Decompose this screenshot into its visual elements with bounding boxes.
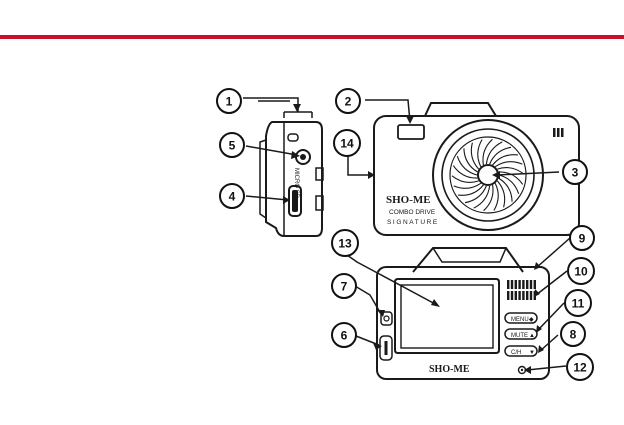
mute-button-label: MUTE <box>511 333 528 339</box>
front-model-line1: COMBO DRIVE <box>389 209 436 216</box>
callout-5: 5 <box>219 132 245 158</box>
back-view: MENU ◆ MUTE ▲ C/H ▼ SHO-ME <box>376 247 550 380</box>
svg-text:10: 10 <box>574 265 588 279</box>
callout-3: 3 <box>562 159 588 185</box>
grille-slot <box>518 291 521 300</box>
grille-slot <box>514 280 517 289</box>
header-red-rule <box>0 35 624 39</box>
grille-slot <box>526 291 529 300</box>
ch-button-label: C/H <box>511 350 521 356</box>
fan-blade <box>473 185 491 209</box>
svg-text:13: 13 <box>338 237 352 251</box>
fan-blade <box>452 165 478 179</box>
grille-slot <box>522 280 525 289</box>
svg-text:9: 9 <box>579 232 586 246</box>
front-view: SHO-ME COMBO DRIVE SIGNATURE <box>373 102 580 236</box>
grille-slot <box>510 280 514 289</box>
grille-slot <box>529 280 533 289</box>
fan-blade <box>464 185 487 204</box>
fan-blade <box>453 182 482 189</box>
fan-blade <box>482 138 493 166</box>
leader-lines <box>245 99 571 371</box>
svg-text:14: 14 <box>340 137 354 151</box>
svg-text:2: 2 <box>345 95 352 109</box>
fan-blade <box>477 139 483 167</box>
grille-slot <box>522 291 525 300</box>
callout-10: 10 <box>567 257 595 285</box>
svg-text:◆: ◆ <box>529 317 534 323</box>
callout-7: 7 <box>331 273 357 299</box>
fan-blade <box>463 148 478 173</box>
grille-slot <box>526 280 529 289</box>
callout-2: 2 <box>335 88 361 114</box>
arrowheads <box>283 104 544 374</box>
callout-1: 1 <box>216 88 242 114</box>
grille-slot <box>510 291 514 300</box>
svg-text:6: 6 <box>341 329 348 343</box>
callout-4: 4 <box>219 183 245 209</box>
grille-slot <box>514 291 517 300</box>
menu-button-label: MENU <box>511 317 529 323</box>
svg-text:3: 3 <box>572 166 579 180</box>
side-view: MICRO SD <box>243 97 324 237</box>
svg-text:▼: ▼ <box>529 350 535 356</box>
callout-9: 9 <box>569 225 595 251</box>
callout-11: 11 <box>564 289 592 317</box>
grille-slot <box>507 280 510 289</box>
svg-text:8: 8 <box>570 328 577 342</box>
fan-blade <box>498 174 520 194</box>
fan-blade <box>497 167 525 175</box>
callout-14: 14 <box>333 129 361 157</box>
svg-text:12: 12 <box>573 361 587 375</box>
back-brand: SHO-ME <box>429 364 470 375</box>
fan-blade <box>470 142 480 170</box>
callout-8: 8 <box>560 321 586 347</box>
svg-text:11: 11 <box>572 297 585 311</box>
grille-slot <box>518 280 521 289</box>
fan-blade <box>485 141 503 165</box>
fan-blade <box>451 175 479 183</box>
fan-blade <box>494 161 523 168</box>
svg-text:5: 5 <box>229 139 236 153</box>
fan-blade <box>496 180 506 208</box>
callouts: 1 2 3 4 5 6 7 8 9 10 11 12 13 14 <box>216 88 595 381</box>
front-model-line2: SIGNATURE <box>387 219 439 226</box>
front-brand: SHO-ME <box>386 194 431 206</box>
svg-text:4: 4 <box>229 190 236 204</box>
callout-13: 13 <box>331 229 359 257</box>
fan-blade <box>483 184 494 212</box>
callout-12: 12 <box>566 353 594 381</box>
svg-text:▲: ▲ <box>529 333 535 339</box>
callout-6: 6 <box>331 322 357 348</box>
fan-blade <box>456 156 478 176</box>
fan-blade <box>492 154 518 166</box>
fan-blade <box>493 183 499 211</box>
micro-sd-label: MICRO SD <box>293 168 299 199</box>
fan-blade <box>498 177 513 202</box>
fan-blade <box>458 184 484 196</box>
grille-slot <box>533 280 536 289</box>
grille-slot <box>507 291 510 300</box>
svg-text:7: 7 <box>341 280 348 294</box>
svg-text:1: 1 <box>226 95 233 109</box>
grille-slot <box>529 291 533 300</box>
fan-blade <box>489 146 512 165</box>
